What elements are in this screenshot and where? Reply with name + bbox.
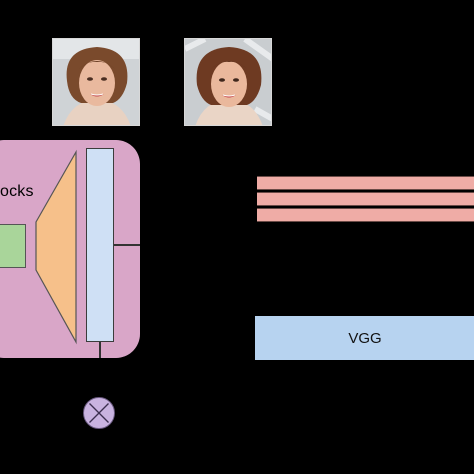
portrait-photo-1 — [52, 38, 140, 126]
pink-layer-3 — [257, 208, 474, 222]
portrait-photo-2 — [184, 38, 272, 126]
portrait-image-2 — [185, 39, 271, 125]
connector-right — [114, 244, 140, 246]
multiply-icon — [83, 397, 115, 429]
pink-layer-2 — [257, 192, 474, 206]
decoder-trapezoid — [35, 149, 77, 345]
portrait-image-1 — [53, 39, 139, 125]
vgg-label: VGG — [348, 329, 382, 347]
connector-down — [99, 342, 101, 358]
block-label: ocks — [0, 183, 34, 200]
green-feature-box — [0, 224, 26, 268]
feature-bar — [86, 148, 114, 342]
vgg-box: VGG — [255, 316, 474, 360]
pink-layer-1 — [257, 176, 474, 190]
